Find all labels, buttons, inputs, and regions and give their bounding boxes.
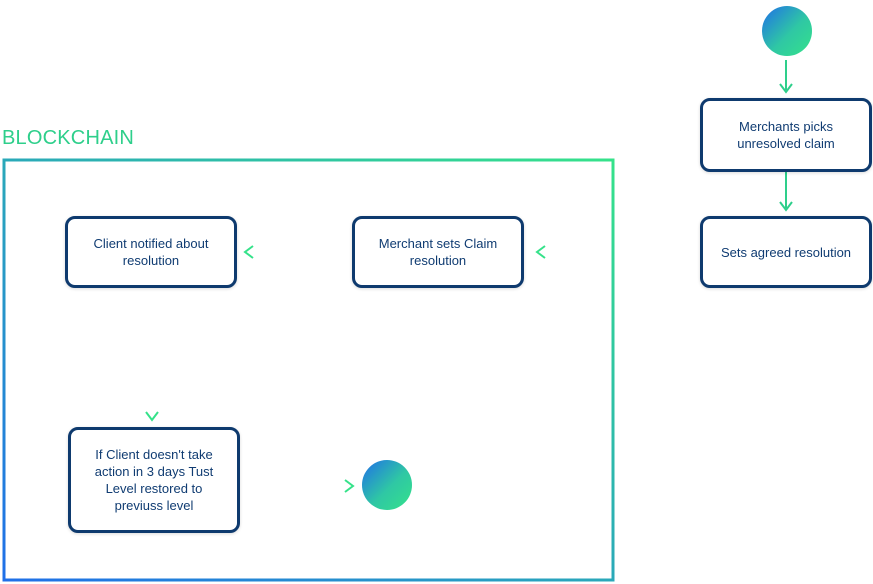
step-label: Merchant sets Claim resolution bbox=[378, 236, 498, 268]
step-label: Sets agreed resolution bbox=[720, 244, 852, 260]
step-merchant-picks: Merchants picks unresolved claim bbox=[700, 98, 872, 172]
step-agreed-resolution: Sets agreed resolution bbox=[700, 216, 872, 288]
step-label: If Client doesn't take action in 3 days … bbox=[94, 447, 214, 513]
step-label: Client notified about resolution bbox=[93, 236, 209, 268]
end-node bbox=[362, 460, 412, 510]
blockchain-frame bbox=[2, 158, 615, 582]
start-node bbox=[762, 6, 812, 56]
blockchain-title: BLOCKCHAIN bbox=[2, 127, 135, 149]
step-label: Merchants picks unresolved claim bbox=[737, 119, 835, 151]
step-client-notified: Client notified about resolution bbox=[65, 216, 237, 288]
step-merchant-sets: Merchant sets Claim resolution bbox=[352, 216, 524, 288]
step-trust-restored: If Client doesn't take action in 3 days … bbox=[68, 427, 240, 533]
